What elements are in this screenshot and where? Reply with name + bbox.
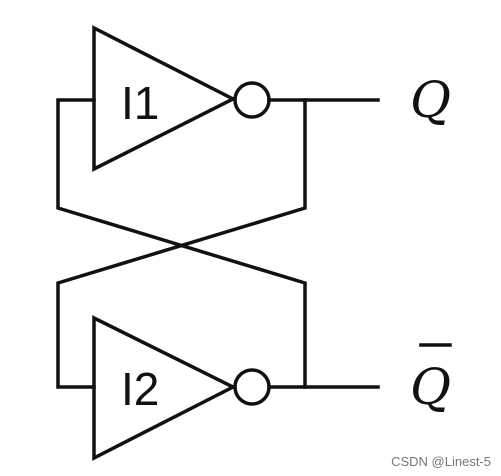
q-bar-output-label: Q xyxy=(410,358,451,416)
inverter-i2-bubble xyxy=(233,368,271,406)
inverter-i1-label: I1 xyxy=(121,77,159,129)
inverter-i2-triangle xyxy=(92,315,237,461)
csdn-watermark: CSDN @Linest-5 xyxy=(391,454,491,469)
inverter-i2-label: I2 xyxy=(121,363,159,415)
q-bar-feedback-wire xyxy=(56,98,307,389)
inverter-i1-triangle xyxy=(92,25,237,172)
inverter-i1-bubble xyxy=(233,81,271,119)
q-feedback-wire xyxy=(56,98,307,389)
q-output-label: Q xyxy=(410,71,451,129)
